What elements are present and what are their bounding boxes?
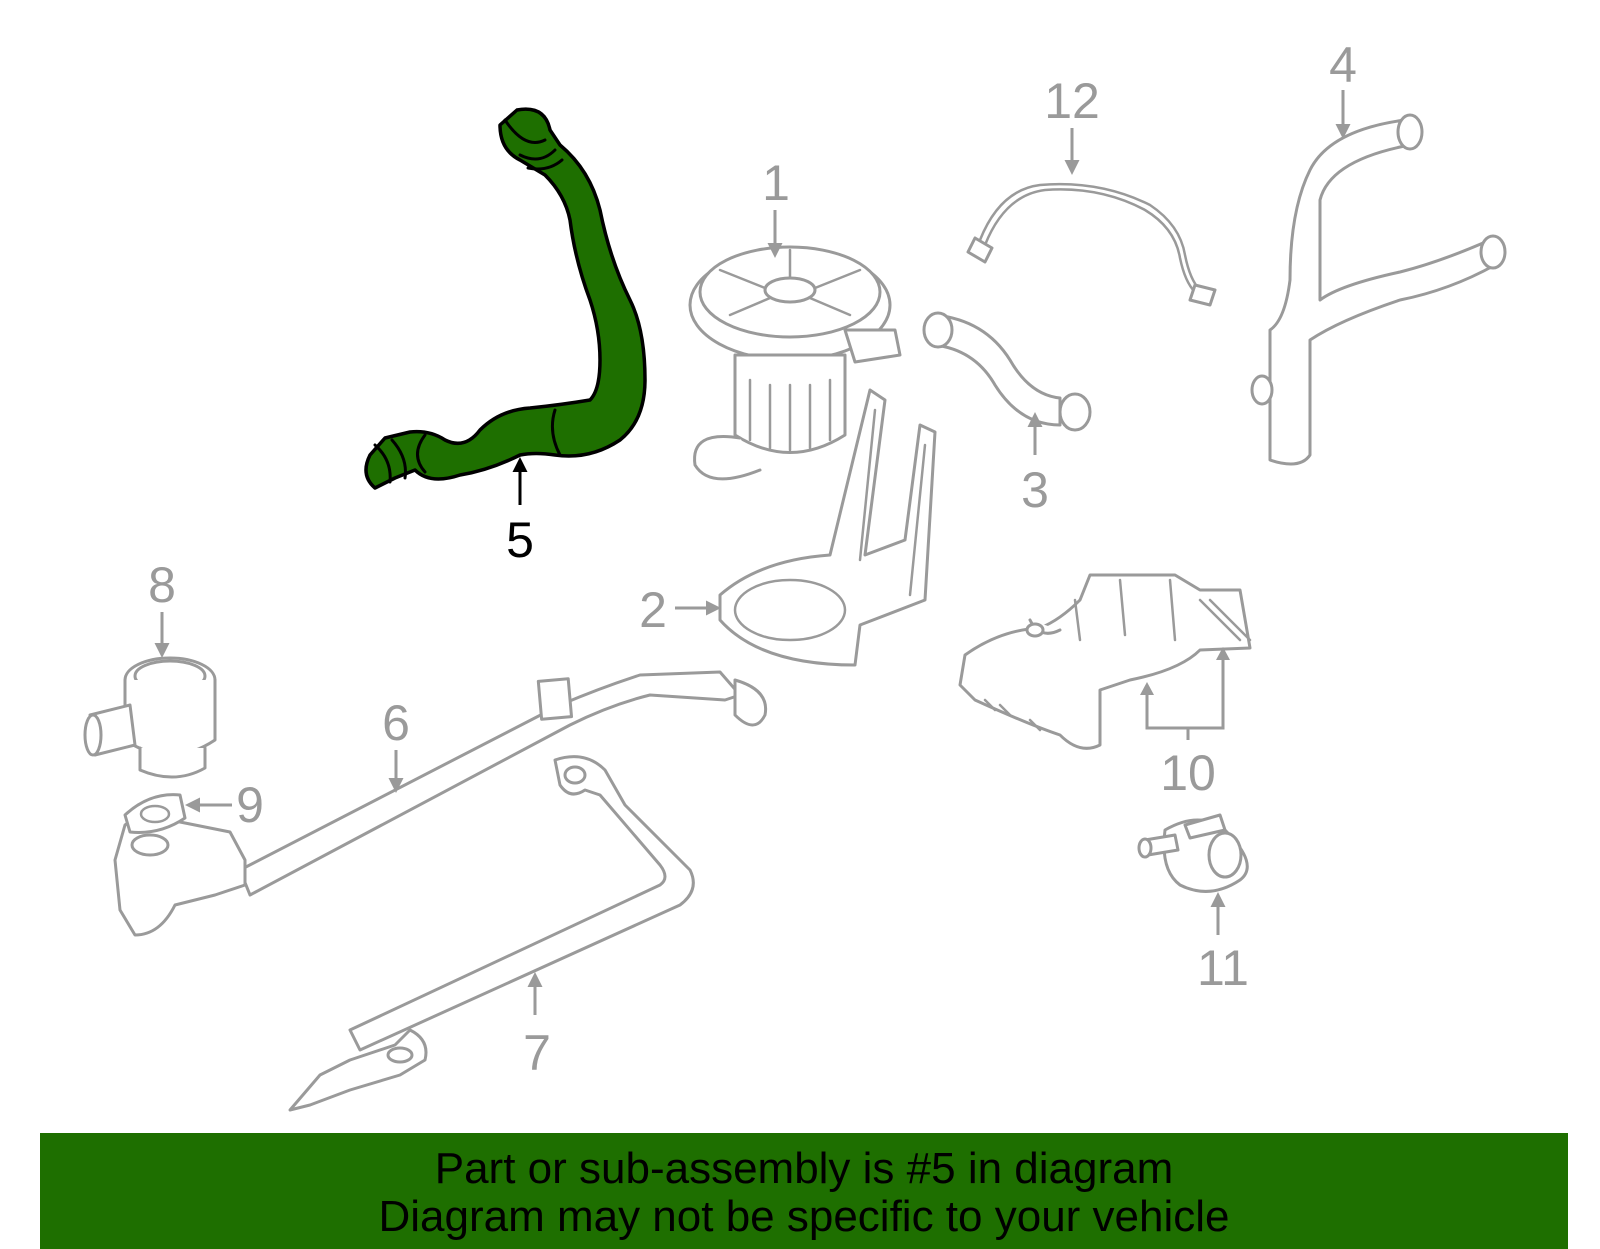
- callout-7: 7: [523, 1025, 551, 1081]
- callout-arrow-10-head-b: [1216, 647, 1230, 660]
- callout-1: 1: [762, 155, 790, 211]
- callout-arrow-10: [1145, 655, 1225, 740]
- info-banner: Part or sub-assembly is #5 in diagram Di…: [40, 1133, 1568, 1249]
- part-8-valve[interactable]: [83, 656, 217, 779]
- callout-6: 6: [382, 695, 410, 751]
- callout-2: 2: [639, 582, 667, 638]
- callout-3: 3: [1021, 462, 1049, 518]
- callout-arrow-10-head-a: [1140, 682, 1154, 695]
- banner-line-2: Diagram may not be specific to your vehi…: [378, 1192, 1230, 1241]
- part-11-sensor[interactable]: [1137, 813, 1249, 893]
- callout-12: 12: [1044, 73, 1100, 129]
- callout-10: 10: [1160, 745, 1216, 801]
- callout-8: 8: [148, 557, 176, 613]
- part-2-bracket[interactable]: [718, 388, 937, 667]
- part-5-hose[interactable]: [364, 107, 647, 490]
- part-3-hose[interactable]: [922, 311, 1092, 432]
- part-10-housing[interactable]: [958, 573, 1252, 750]
- part-9-gasket[interactable]: [123, 793, 187, 834]
- callout-9: 9: [236, 777, 264, 833]
- part-1-air-pump[interactable]: [688, 245, 902, 481]
- callout-4: 4: [1329, 37, 1357, 93]
- part-7-pipe[interactable]: [288, 755, 695, 1112]
- callout-11: 11: [1197, 940, 1249, 996]
- parts-diagram: 1 2 3 4 5 6 7 8 9 10 11 12: [83, 37, 1507, 1112]
- banner-line-1: Part or sub-assembly is #5 in diagram: [434, 1144, 1174, 1193]
- callout-5: 5: [506, 512, 534, 568]
- part-6-pipe[interactable]: [113, 670, 768, 937]
- part-12-sensor-wire[interactable]: [966, 182, 1217, 307]
- part-4-y-hose[interactable]: [1250, 113, 1507, 466]
